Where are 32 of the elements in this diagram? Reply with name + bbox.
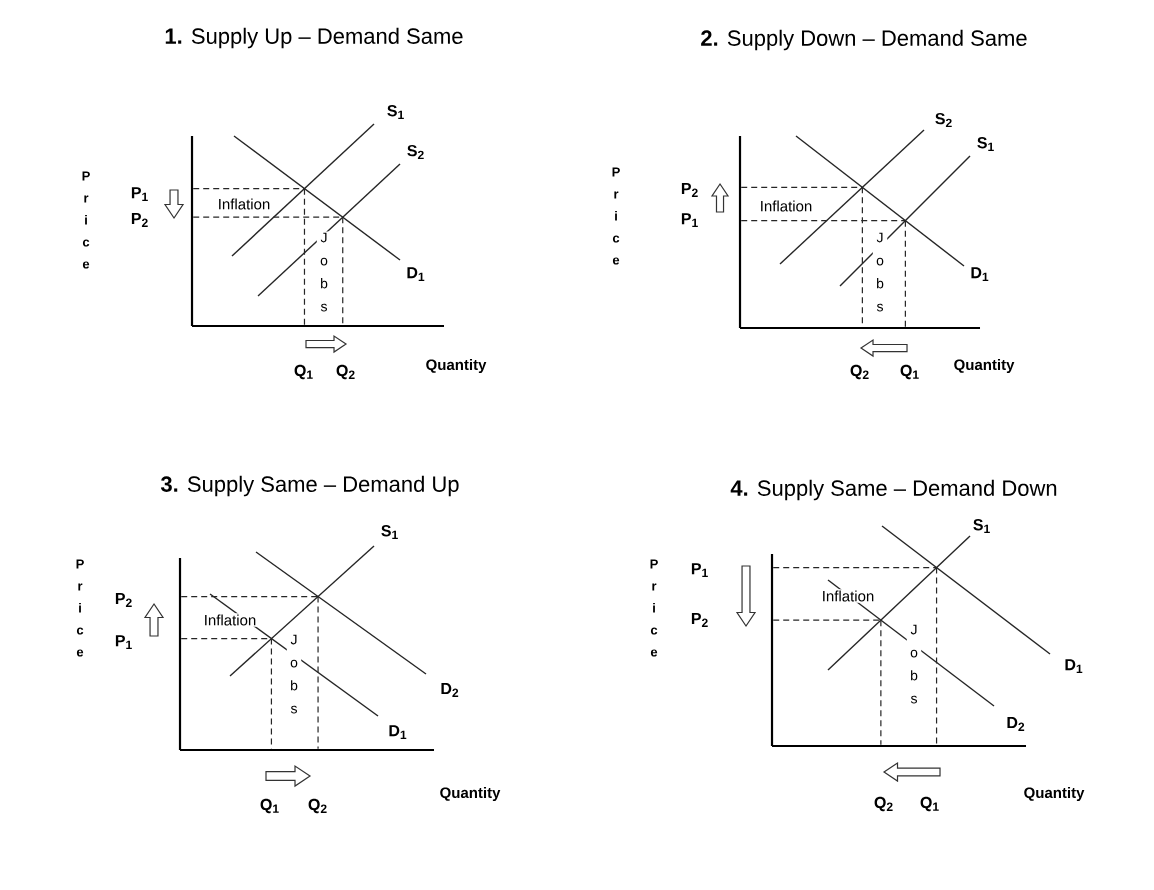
quantity-label: Q$_{2}$ xyxy=(850,364,869,380)
panel-heading: 1. Supply Up – Demand Same xyxy=(165,27,463,49)
quantity-label: Q$_{1}$ xyxy=(294,364,313,380)
curve-label: S$_{2}$ xyxy=(407,145,424,160)
curve-label: S$_{1}$ xyxy=(973,519,990,533)
quantity-label: Q$_{2}$ xyxy=(308,798,327,814)
price-label: P$_{2}$ xyxy=(691,613,708,627)
price-label: P$_{1}$ xyxy=(131,187,148,201)
panel-heading: 3. Supply Same – Demand Up xyxy=(160,475,459,497)
quantity-label: Q$_{2}$ xyxy=(874,796,893,812)
quantity-label: Q$_{1}$ xyxy=(260,798,279,814)
curve-label: D$_{2}$ xyxy=(441,683,459,697)
price-label: P$_{1}$ xyxy=(115,635,132,649)
panel-heading: 2. Supply Down – Demand Same xyxy=(701,29,1027,51)
curve-label: S$_{1}$ xyxy=(387,105,404,119)
curve-label: S$_{1}$ xyxy=(977,137,994,151)
curve-label: D$_{1}$ xyxy=(389,725,407,739)
price-label: P$_{1}$ xyxy=(691,563,708,577)
quantity-label: Q$_{1}$ xyxy=(900,364,919,380)
panel-heading: 4. Supply Same – Demand Down xyxy=(730,479,1057,501)
price-label: P$_{2}$ xyxy=(115,593,132,607)
curve-label: D$_{1}$ xyxy=(407,267,425,281)
curve-label: D$_{2}$ xyxy=(1007,717,1025,731)
curve-label: D$_{1}$ xyxy=(1065,659,1083,673)
price-label: P$_{1}$ xyxy=(681,213,698,227)
curve-label: S$_{2}$ xyxy=(935,113,952,128)
quantity-label: Q$_{2}$ xyxy=(336,364,355,380)
curve-label: D$_{1}$ xyxy=(971,267,989,281)
price-label: P$_{2}$ xyxy=(131,213,148,227)
price-label: P$_{2}$ xyxy=(681,183,698,197)
quantity-label: Q$_{1}$ xyxy=(920,796,939,812)
curve-label: S$_{1}$ xyxy=(381,525,398,539)
